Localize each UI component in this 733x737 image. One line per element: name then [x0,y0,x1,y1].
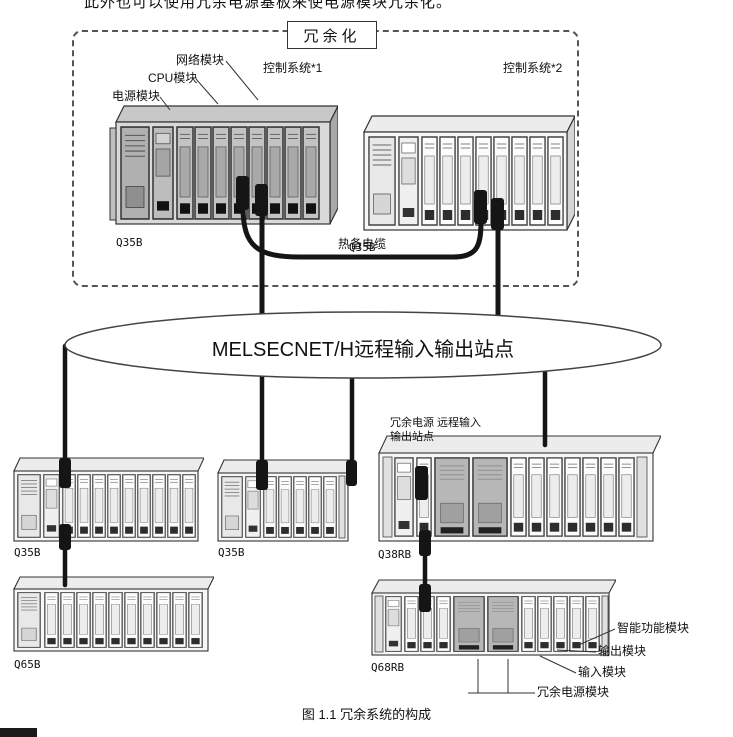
power-module-label: 电源模块 [112,89,161,103]
rack-label-q68rb: Q68RB [371,661,405,674]
rack-remote-io-center [212,455,354,545]
rack-graphic-control-2 [363,115,575,231]
rack-control-system-2 [357,108,575,240]
remote-io-note-line2: 输出站点 [390,431,434,443]
rack-label-q65b: Q65B [14,658,41,671]
rack-extension-redundant [366,575,616,661]
intro-paragraph: 此外也可以使用冗余电源基板来使电源模块冗余化。 [84,0,453,11]
rack-control-system-1 [108,96,338,232]
rack-graphic-remote-left [13,457,204,542]
rack-label-q35b-mid-center: Q35B [218,546,245,559]
rack-label-q35b-top-right: Q35B [349,241,376,254]
input-module-label: 输入模块 [578,665,627,679]
cpu-module-label: CPU模块 [148,71,198,85]
network-module-label: 网络模块 [176,53,225,67]
figure-caption: 图 1.1 冗余系统的构成 [301,707,432,722]
rack-graphic-remote-center [217,459,354,542]
rack-label-q35b-top-left: Q35B [116,236,143,249]
rack-graphic-q65b [13,576,214,652]
intelligent-function-module-label: 智能功能模块 [617,621,690,635]
rack-extension-left [8,572,214,656]
page-footer-sliver [0,728,37,737]
redundancy-title-box: 冗余化 [287,21,377,49]
rack-label-q35b-mid-left: Q35B [14,546,41,559]
output-module-label: 输出模块 [598,644,647,658]
control-system-1-label: 控制系统*1 [263,61,323,75]
network-ellipse-label: MELSECNET/H远程输入输出站点 [211,339,515,361]
control-system-2-label: 控制系统*2 [503,61,563,75]
redundancy-title-label: 冗余化 [303,27,361,45]
redundant-power-module-label: 冗余电源模块 [537,685,610,699]
rack-graphic-control-1 [109,105,338,225]
rack-label-q38rb: Q38RB [378,548,412,561]
remote-io-note-line1: 冗余电源 远程输入 [390,417,482,429]
rack-remote-io-left [8,452,204,544]
rack-graphic-q68rb [371,579,616,656]
